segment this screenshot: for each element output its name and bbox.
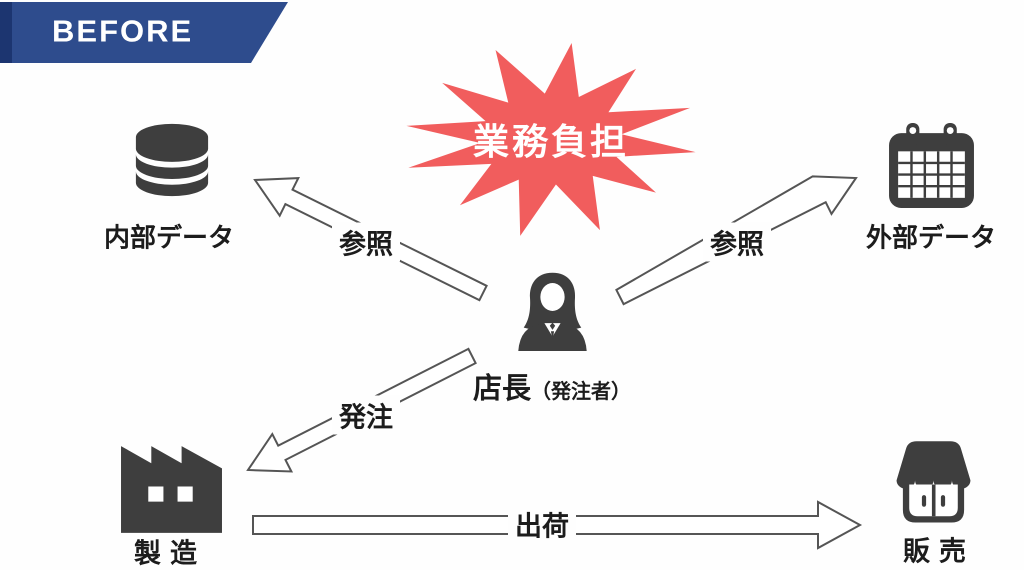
manager-label: 店長（発注者）	[473, 365, 631, 407]
manager-title: 店長	[472, 373, 532, 405]
factory-icon	[119, 442, 224, 533]
arrow-label-reference-left: 参照	[332, 222, 400, 262]
arrow-label-order: 発注	[332, 395, 400, 435]
external-data-label: 外部データ	[865, 222, 997, 253]
manufacturing-label: 製造	[134, 538, 206, 569]
arrow-label-reference-right: 参照	[703, 222, 771, 262]
banner-label: BEFORE	[52, 13, 194, 49]
database-icon	[134, 118, 210, 202]
manager-subtitle: （発注者）	[531, 381, 632, 403]
sales-label: 販売	[903, 536, 975, 567]
burst-label: 業務負担	[472, 121, 630, 162]
calendar-icon	[886, 120, 977, 213]
before-banner: BEFORE	[0, 2, 288, 63]
internal-data-label: 内部データ	[103, 222, 235, 253]
arrow-label-shipment: 出荷	[508, 504, 576, 544]
store-icon	[886, 436, 981, 531]
banner-accent-strip	[0, 2, 12, 63]
person-icon	[512, 265, 593, 356]
